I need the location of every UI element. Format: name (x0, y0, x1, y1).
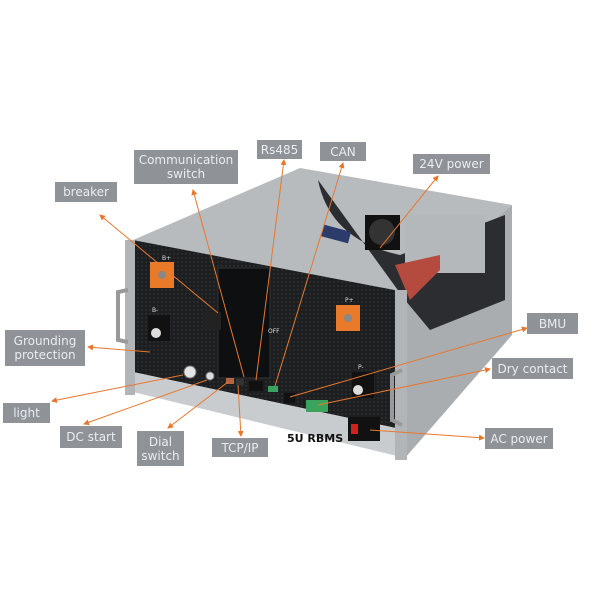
light-button (183, 365, 197, 379)
label-breaker: breaker (55, 182, 117, 202)
p-minus-mark: P- (358, 364, 364, 371)
tcp-ip-port (236, 379, 244, 385)
b-minus-terminal (148, 315, 170, 341)
arrow-bmu (289, 326, 528, 398)
b-minus-mark: B- (152, 307, 158, 314)
arrow-rs485 (255, 159, 287, 381)
right-handle (390, 368, 403, 427)
b-plus-mark: B+ (162, 255, 171, 262)
product-caption: 5U RBMS (287, 432, 344, 445)
label-rs485: Rs485 (257, 140, 302, 159)
dry-contact-terminal (306, 400, 328, 412)
label-24v-power: 24V power (413, 154, 490, 174)
arrow-dry-contact (317, 367, 491, 406)
dc-start-button (205, 371, 215, 381)
left-rack-ear (125, 240, 135, 395)
p-plus-mark: P+ (345, 297, 354, 304)
arrow-dial-switch (167, 381, 229, 429)
callout-arrows (51, 159, 528, 441)
arrow-24v-power (379, 175, 439, 249)
label-dial-switch: Dial switch (137, 431, 184, 466)
label-can: CAN (320, 142, 366, 161)
arrow-tcp-ip (237, 384, 244, 437)
off-mark: OFF (268, 328, 280, 335)
arrow-can (274, 162, 345, 387)
label-bmu: BMU (527, 313, 578, 334)
breaker-lever (203, 312, 221, 330)
breaker (217, 267, 271, 379)
label-dc-start: DC start (60, 426, 122, 448)
label-tcp-ip: TCP/IP (212, 438, 268, 457)
arrow-light (51, 374, 184, 403)
ac-power-switch (351, 424, 358, 434)
arrow-ac-power (369, 429, 485, 441)
front-strip (133, 372, 405, 458)
arrow-dc-start (83, 379, 208, 426)
dial-switch (226, 378, 234, 384)
label-ac-power: AC power (485, 428, 553, 449)
bmu-port (284, 393, 295, 403)
label-grounding-protection: Grounding protection (5, 330, 85, 366)
left-handle (116, 288, 129, 344)
label-communication-switch: Communication switch (134, 150, 238, 184)
label-dry-contact: Dry contact (492, 358, 573, 379)
right-rack-ear (395, 290, 407, 460)
rs485-port (249, 381, 263, 391)
arrow-breaker (99, 214, 219, 314)
arrow-communication-switch (191, 189, 245, 378)
arrow-grounding-protection (87, 344, 151, 353)
can-port (268, 386, 278, 392)
label-light: light (3, 403, 50, 423)
